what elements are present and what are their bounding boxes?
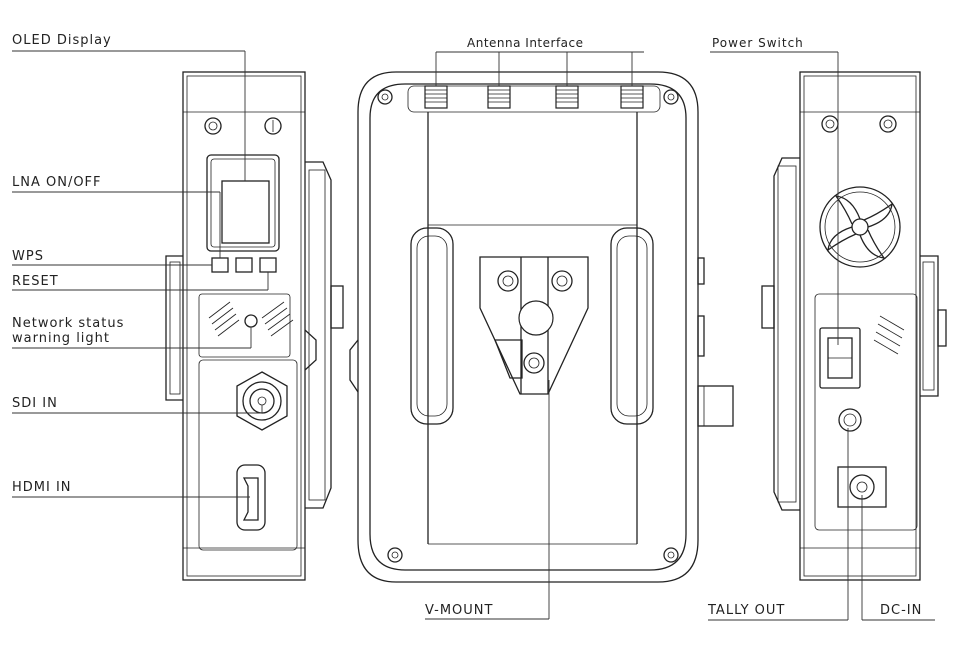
label-network-status-line1: Network status: [12, 316, 125, 331]
oled-display-icon: [206, 154, 280, 252]
reset-button: [259, 257, 277, 273]
label-wps: WPS: [12, 249, 44, 264]
label-v-mount: V-MOUNT: [425, 603, 494, 618]
label-oled-display: OLED Display: [12, 33, 112, 48]
lna-button: [211, 257, 229, 273]
right-side-view: [761, 71, 947, 581]
hdmi-port-icon: [236, 464, 266, 531]
label-power-switch: Power Switch: [712, 36, 804, 50]
label-dc-in: DC-IN: [880, 603, 923, 618]
v-mount-plate-icon: [479, 256, 589, 395]
label-tally-out: TALLY OUT: [708, 603, 786, 618]
label-reset: RESET: [12, 274, 59, 289]
leader-lines: [12, 50, 935, 621]
label-lna-on-off: LNA ON/OFF: [12, 175, 102, 190]
label-sdi-in: SDI IN: [12, 396, 58, 411]
label-network-status-line2: warning light: [12, 331, 111, 346]
label-antenna-interface: Antenna Interface: [467, 36, 584, 50]
fan-icon: [819, 186, 901, 268]
label-hdmi-in: HDMI IN: [12, 480, 72, 495]
left-side-view: [165, 71, 344, 581]
tally-out-port-icon: [838, 408, 862, 432]
wps-button: [235, 257, 253, 273]
center-back-view: [349, 71, 734, 583]
power-switch-icon: [819, 327, 861, 389]
sdi-connector-icon: [236, 371, 288, 431]
antenna-connectors-icon: [424, 85, 644, 109]
network-status-light: [244, 314, 258, 328]
